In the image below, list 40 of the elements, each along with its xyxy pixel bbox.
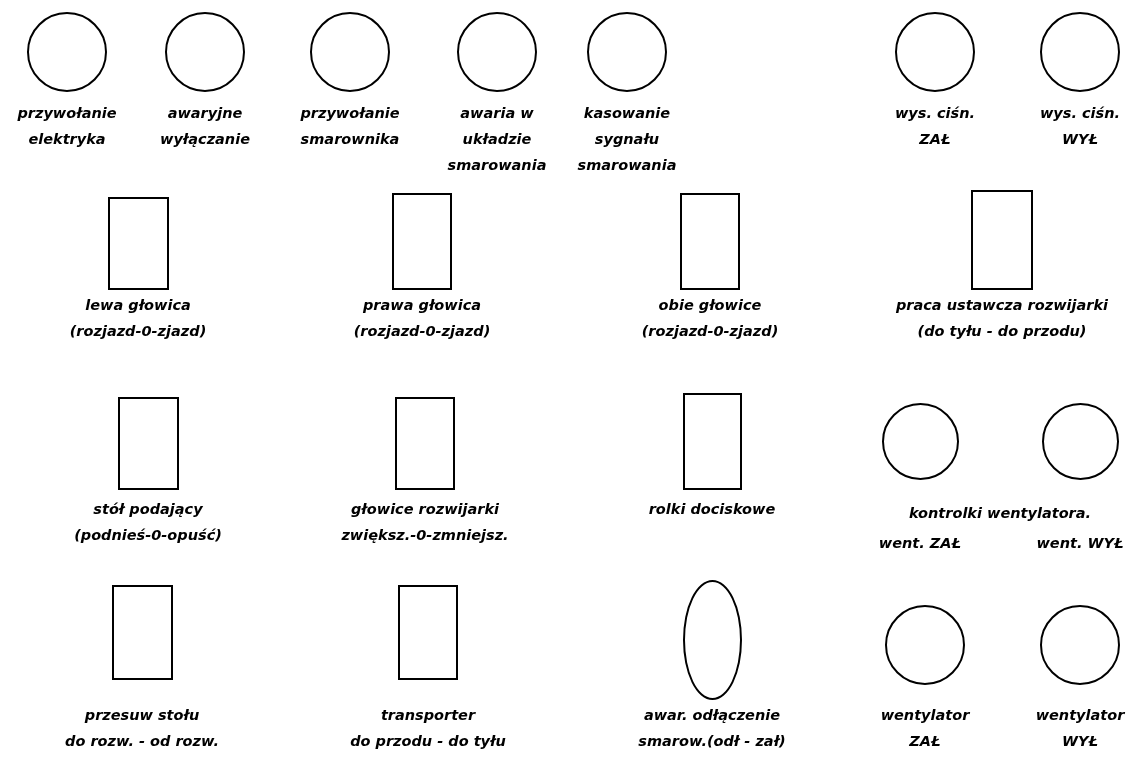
- control-label: (rozjazd-0-zjazd): [68, 322, 208, 341]
- rectangle-symbol: [392, 193, 452, 290]
- control-label: awaria w układzie smarowania: [446, 104, 548, 175]
- rectangle-symbol: [395, 397, 455, 490]
- control-label: stół podający: [92, 500, 204, 519]
- control-label: rolki dociskowe: [647, 500, 777, 519]
- control-label: transporter: [379, 706, 477, 725]
- control-label: smarow.(odł - zał): [637, 732, 787, 751]
- control-label: wentylator ZAŁ: [879, 706, 971, 751]
- control-label: przywołanie smarownika: [299, 104, 401, 149]
- control-label: obie głowice: [657, 296, 763, 315]
- control-label: wys. ciśn. WYŁ: [1038, 104, 1122, 149]
- rectangle-symbol: [971, 190, 1033, 290]
- control-label: went. WYŁ: [1035, 534, 1125, 553]
- control-label: przesuw stołu: [83, 706, 201, 725]
- control-label: wys. ciśn. ZAŁ: [893, 104, 977, 149]
- control-label: (podnieś-0-opuść): [73, 526, 223, 545]
- control-label: kasowanie sygnału smarowania: [576, 104, 678, 175]
- rectangle-symbol: [117, 397, 179, 490]
- control-label: lewa głowica: [84, 296, 192, 315]
- control-label: zwiększ.-0-zmniejsz.: [340, 526, 510, 545]
- control-label: przywołanie elektryka: [16, 104, 118, 149]
- control-label: wentylator WYŁ: [1034, 706, 1126, 751]
- control-label: do przodu - do tyłu: [349, 732, 507, 751]
- control-label: (rozjazd-0-zjazd): [640, 322, 780, 341]
- control-label: awar. odłączenie: [642, 706, 782, 725]
- rectangle-symbol: [398, 585, 458, 680]
- rectangle-symbol: [107, 197, 169, 290]
- rectangle-symbol: [682, 393, 742, 490]
- control-label: prawa głowica: [361, 296, 483, 315]
- group-label: kontrolki wentylatora.: [907, 504, 1093, 523]
- control-label: praca ustawcza rozwijarki: [894, 296, 1110, 315]
- control-label: do rozw. - od rozw.: [64, 732, 220, 751]
- control-label: głowice rozwijarki: [349, 500, 501, 519]
- rectangle-symbol: [680, 193, 740, 290]
- control-label: (rozjazd-0-zjazd): [352, 322, 492, 341]
- control-label: went. ZAŁ: [877, 534, 963, 553]
- control-label: (do tyłu - do przodu): [916, 322, 1088, 341]
- rectangle-symbol: [111, 585, 173, 680]
- control-label: awaryjne wyłączanie: [159, 104, 251, 149]
